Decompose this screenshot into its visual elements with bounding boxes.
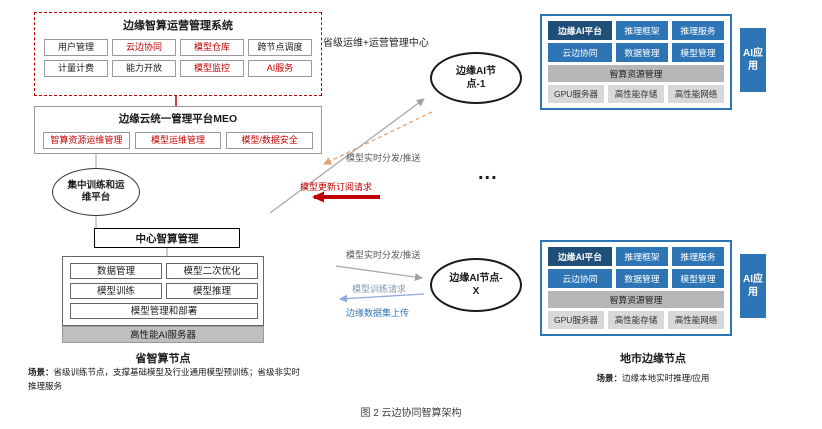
scene-label: 场景： <box>28 367 54 377</box>
label-distribute-bottom: 模型实时分发/推送 <box>346 250 421 260</box>
city-scene-text: 场景：边缘本地实时推理/应用 <box>540 372 766 386</box>
panel-row: GPU服务器 高性能存储 高性能网络 <box>548 311 724 329</box>
stack-cell: 模型训练 <box>70 283 162 299</box>
stack-cell: 模型二次优化 <box>166 263 258 279</box>
edge-ai-platform-chip: 边缘AI平台 <box>548 21 612 40</box>
stack-cell: 模型推理 <box>166 283 258 299</box>
meo-item: 智算资源运维管理 <box>43 132 130 149</box>
edge-node-x-ellipse: 边缘AI节点-X <box>430 258 522 312</box>
resource-bar: 智算资源管理 <box>548 65 724 82</box>
panel-chip: 推理服务 <box>672 21 724 40</box>
center-mgmt-box: 中心智算管理 <box>94 228 240 248</box>
meo-items-row: 智算资源运维管理 模型运维管理 模型/数据安全 <box>43 132 314 149</box>
label-subscribe-request: 模型更新订阅请求 <box>300 182 373 192</box>
province-scene-text: 场景：省级训练节点，支撑基础模型及行业通用模型预训练；省级非实时推理服务 <box>28 366 306 393</box>
resource-bar: 智算资源管理 <box>548 291 724 308</box>
arrow-distribute-bottom <box>335 265 423 281</box>
hw-chip: 高性能存储 <box>608 85 664 103</box>
nodes-ellipsis: ... <box>478 162 498 184</box>
label-distribute-top: 模型实时分发/推送 <box>346 153 421 163</box>
hw-chip: 高性能存储 <box>608 311 664 329</box>
ops-system-box: 边缘智算运营管理系统 用户管理 云边协同 模型仓库 跨节点调度 计量计费 能力开… <box>34 12 322 96</box>
panel-chip: 模型管理 <box>672 269 724 288</box>
edge-panel-2: 边缘AI平台 推理框架 推理服务 云边协同 数据管理 模型管理 智算资源管理 G… <box>540 240 732 336</box>
panel-row: 云边协同 数据管理 模型管理 <box>548 269 724 288</box>
panel-chip: 云边协同 <box>548 43 612 62</box>
scene-body: 省级训练节点，支撑基础模型及行业通用模型预训练；省级非实时推理服务 <box>28 367 301 391</box>
panel-row: GPU服务器 高性能存储 高性能网络 <box>548 85 724 103</box>
panel-chip: 推理服务 <box>672 247 724 266</box>
ops-item: 用户管理 <box>44 39 108 56</box>
province-stack-box: 数据管理 模型二次优化 模型训练 模型推理 模型管理和部署 <box>62 256 264 326</box>
ai-app-bar-1: AI应用 <box>740 28 766 92</box>
ops-system-title: 边缘智算运营管理系统 <box>123 20 233 32</box>
ai-app-bar-2: AI应用 <box>740 254 766 318</box>
hw-chip: 高性能网络 <box>668 85 724 103</box>
panel-row: 云边协同 数据管理 模型管理 <box>548 43 724 62</box>
ops-item: 跨节点调度 <box>248 39 312 56</box>
label-data-upload: 边缘数据集上传 <box>346 308 410 318</box>
panel-chip: 云边协同 <box>548 269 612 288</box>
meo-platform-box: 边缘云统一管理平台MEO 智算资源运维管理 模型运维管理 模型/数据安全 <box>34 106 322 154</box>
edge-panel-1: 边缘AI平台 推理框架 推理服务 云边协同 数据管理 模型管理 智算资源管理 G… <box>540 14 732 110</box>
ops-item: 模型仓库 <box>180 39 244 56</box>
hw-chip: GPU服务器 <box>548 85 604 103</box>
panel-row: 边缘AI平台 推理框架 推理服务 <box>548 21 724 40</box>
ops-system-grid: 用户管理 云边协同 模型仓库 跨节点调度 计量计费 能力开放 模型监控 AI服务 <box>44 39 312 77</box>
panel-chip: 数据管理 <box>616 43 668 62</box>
meo-item: 模型运维管理 <box>134 132 222 149</box>
panel-chip: 推理框架 <box>616 247 668 266</box>
center-header-label: 省级运维+运营管理中心 <box>323 38 429 49</box>
stack-cell-full: 模型管理和部署 <box>70 303 258 319</box>
province-node-title: 省智算节点 <box>135 353 191 365</box>
label-train-request: 模型训练请求 <box>352 284 407 294</box>
ops-item: AI服务 <box>248 60 312 77</box>
figure-caption: 图 2 云边协同智算架构 <box>360 408 462 419</box>
ops-item: 模型监控 <box>180 60 244 77</box>
panel-row: 边缘AI平台 推理框架 推理服务 <box>548 247 724 266</box>
edge-node-1-ellipse: 边缘AI节点-1 <box>430 52 522 104</box>
hw-chip: 高性能网络 <box>668 311 724 329</box>
edge-ai-platform-chip: 边缘AI平台 <box>548 247 612 266</box>
city-node-title: 地市边缘节点 <box>620 353 686 365</box>
ops-item: 能力开放 <box>112 60 176 77</box>
ops-item: 计量计费 <box>44 60 108 77</box>
training-platform-ellipse: 集中训练和运维平台 <box>52 168 140 216</box>
ops-item: 云边协同 <box>112 39 176 56</box>
scene-label: 场景： <box>596 373 623 383</box>
meo-platform-title: 边缘云统一管理平台MEO <box>118 113 238 125</box>
meo-item: 模型/数据安全 <box>226 132 314 149</box>
panel-chip: 数据管理 <box>616 269 668 288</box>
hw-chip: GPU服务器 <box>548 311 604 329</box>
panel-chip: 模型管理 <box>672 43 724 62</box>
ai-server-bar: 高性能AI服务器 <box>62 326 264 343</box>
panel-chip: 推理框架 <box>616 21 668 40</box>
stack-cell: 数据管理 <box>70 263 162 279</box>
scene-body: 边缘本地实时推理/应用 <box>622 373 710 383</box>
